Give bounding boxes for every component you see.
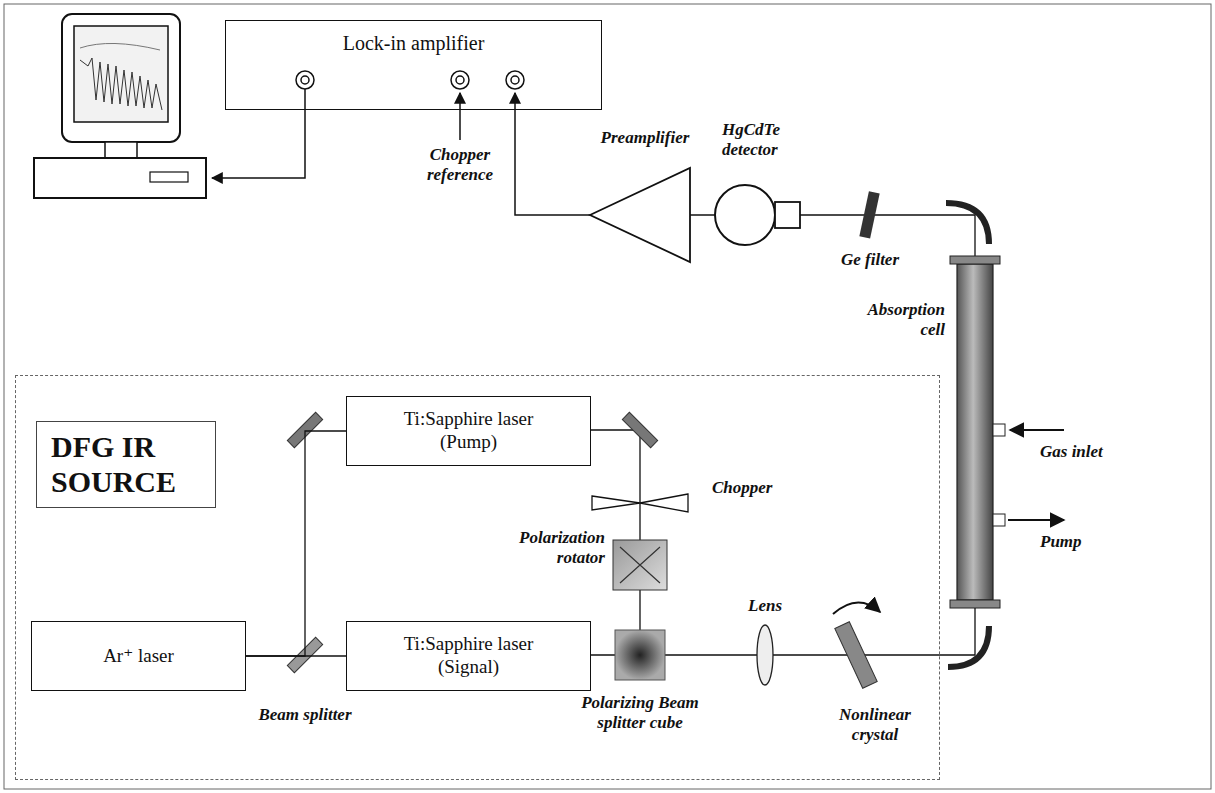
gas-inlet-arrow bbox=[1010, 429, 1064, 431]
part-label: Chopper reference bbox=[405, 145, 515, 184]
nonlinear-crystal bbox=[835, 622, 877, 689]
box-label: Ti:Sapphire laser (Pump) bbox=[390, 408, 547, 454]
polarization-rotator bbox=[613, 540, 667, 590]
detector-wire bbox=[690, 214, 715, 216]
part-label: Gas inlet bbox=[1040, 442, 1140, 462]
signal-wire bbox=[515, 93, 590, 215]
laser-box: Ar⁺ laser bbox=[31, 621, 246, 691]
reference-wire bbox=[459, 93, 461, 140]
rotation-arrow bbox=[833, 602, 880, 614]
chopper-blade bbox=[592, 494, 688, 512]
computer bbox=[34, 14, 206, 198]
ge-filter bbox=[859, 191, 879, 238]
polarizing-cube bbox=[615, 630, 665, 680]
pump-out-arrow bbox=[1008, 519, 1064, 521]
part-label: Pump bbox=[1040, 532, 1110, 552]
region-heading: DFG IR SOURCE bbox=[36, 421, 216, 508]
mirror bbox=[622, 412, 657, 447]
beam-connector bbox=[246, 431, 346, 656]
source-region: DFG IR SOURCE Ti:Sapphire laser (Pump) Ar⁺… bbox=[15, 375, 940, 780]
box-label: Ti:Sapphire laser (Signal) bbox=[388, 633, 549, 679]
part-label: Beam splitter bbox=[245, 705, 365, 725]
figure-frame bbox=[4, 4, 1211, 789]
output-wire bbox=[212, 89, 305, 178]
laser-box: Ti:Sapphire laser (Signal) bbox=[346, 621, 591, 691]
part-label: Lens bbox=[730, 596, 800, 616]
laser-box: Ti:Sapphire laser (Pump) bbox=[346, 396, 591, 466]
part-label: Nonlinear crystal bbox=[815, 705, 935, 744]
part-label: Ge filter bbox=[825, 250, 915, 270]
lockin-jacks bbox=[296, 71, 524, 89]
box-label: Ar⁺ laser bbox=[103, 645, 174, 668]
part-label: Chopper bbox=[712, 478, 802, 498]
box-label: Lock-in amplifier bbox=[226, 31, 601, 55]
ir-beam bbox=[800, 215, 975, 258]
lens bbox=[757, 625, 773, 685]
absorption-cell bbox=[950, 256, 1005, 608]
part-label: Absorption cell bbox=[840, 300, 945, 339]
part-label: Preamplifier bbox=[585, 128, 705, 148]
part-label: HgCdTe detector bbox=[722, 120, 817, 159]
preamplifier-symbol bbox=[590, 168, 690, 262]
parabolic-mirror bbox=[946, 203, 989, 244]
part-label: Polarizing Beam splitter cube bbox=[560, 693, 720, 732]
detector-symbol bbox=[715, 185, 800, 245]
instrument-box: Lock-in amplifier bbox=[225, 20, 602, 110]
parabolic-mirror bbox=[948, 626, 989, 667]
connector-layer bbox=[246, 431, 346, 656]
part-label: Polarization rotator bbox=[500, 528, 605, 567]
